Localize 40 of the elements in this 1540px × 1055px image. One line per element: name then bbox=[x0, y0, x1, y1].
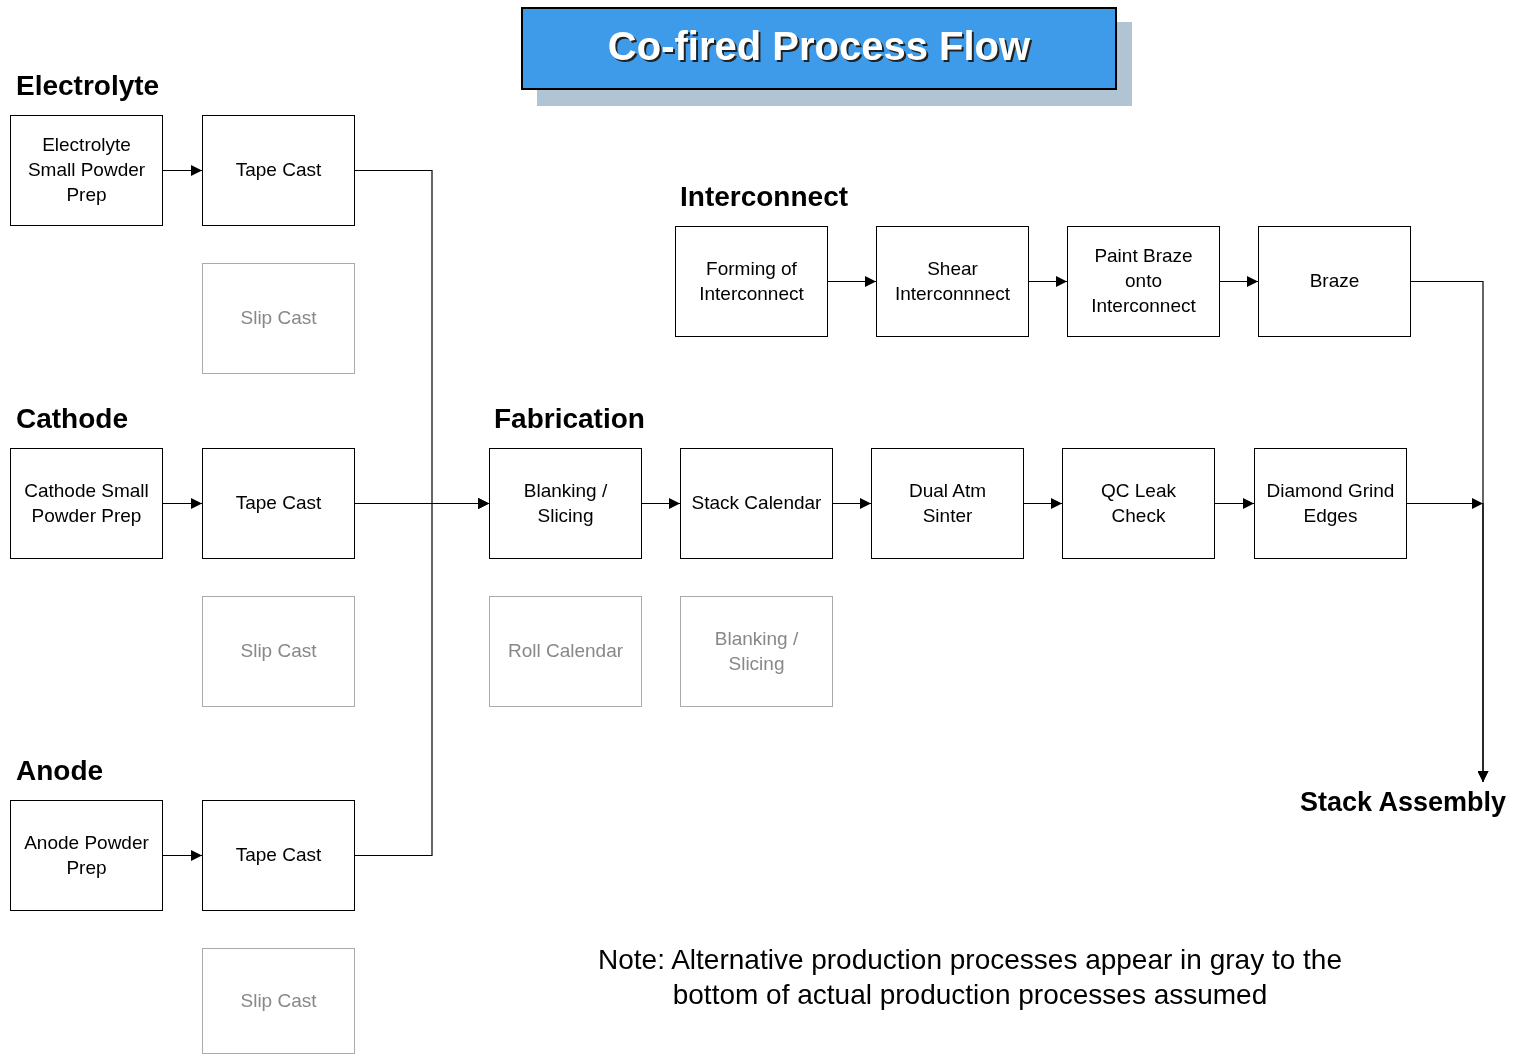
alternative-process-box: Slip Cast bbox=[202, 596, 355, 707]
arrow bbox=[162, 850, 203, 861]
section-heading: Fabrication bbox=[494, 403, 645, 435]
alternative-process-box: Blanking / Slicing bbox=[680, 596, 833, 707]
process-box: Tape Cast bbox=[202, 115, 355, 226]
process-box: Stack Calendar bbox=[680, 448, 833, 559]
arrow bbox=[354, 498, 490, 857]
alternative-process-box: Roll Calendar bbox=[489, 596, 642, 707]
process-box: Dual Atm Sinter bbox=[871, 448, 1024, 559]
process-box: Anode Powder Prep bbox=[10, 800, 163, 911]
note-text: Note: Alternative production processes appear in gray to the bottom of actual production processes assumed bbox=[597, 943, 1343, 1012]
alternative-process-box: Slip Cast bbox=[202, 948, 355, 1054]
arrow bbox=[832, 498, 872, 509]
process-box: Cathode Small Powder Prep bbox=[10, 448, 163, 559]
arrow bbox=[1214, 498, 1255, 509]
process-box: Blanking / Slicing bbox=[489, 448, 642, 559]
process-box: Electrolyte Small Powder Prep bbox=[10, 115, 163, 226]
arrow bbox=[827, 276, 877, 287]
arrow bbox=[162, 498, 203, 509]
section-heading: Cathode bbox=[16, 403, 128, 435]
arrow bbox=[162, 165, 203, 176]
section-heading: Electrolyte bbox=[16, 70, 160, 102]
process-box: Diamond Grind Edges bbox=[1254, 448, 1407, 559]
arrow bbox=[1028, 276, 1068, 287]
arrow bbox=[641, 498, 681, 509]
arrow bbox=[1023, 498, 1063, 509]
arrow bbox=[1219, 276, 1259, 287]
end-label: Stack Assembly bbox=[1300, 784, 1532, 822]
section-heading: Interconnect bbox=[680, 181, 849, 213]
process-box: Tape Cast bbox=[202, 800, 355, 911]
alternative-process-box: Slip Cast bbox=[202, 263, 355, 374]
diagram-title: Co-fired Process Flow bbox=[606, 24, 1032, 69]
arrow bbox=[1406, 498, 1489, 783]
process-box: Shear Interconnnect bbox=[876, 226, 1029, 337]
process-box: Tape Cast bbox=[202, 448, 355, 559]
process-box: Paint Braze onto Interconnect bbox=[1067, 226, 1220, 337]
process-box: QC Leak Check bbox=[1062, 448, 1215, 559]
section-heading: Anode bbox=[16, 755, 104, 787]
process-box: Braze bbox=[1258, 226, 1411, 337]
process-box: Forming of Interconnect bbox=[675, 226, 828, 337]
